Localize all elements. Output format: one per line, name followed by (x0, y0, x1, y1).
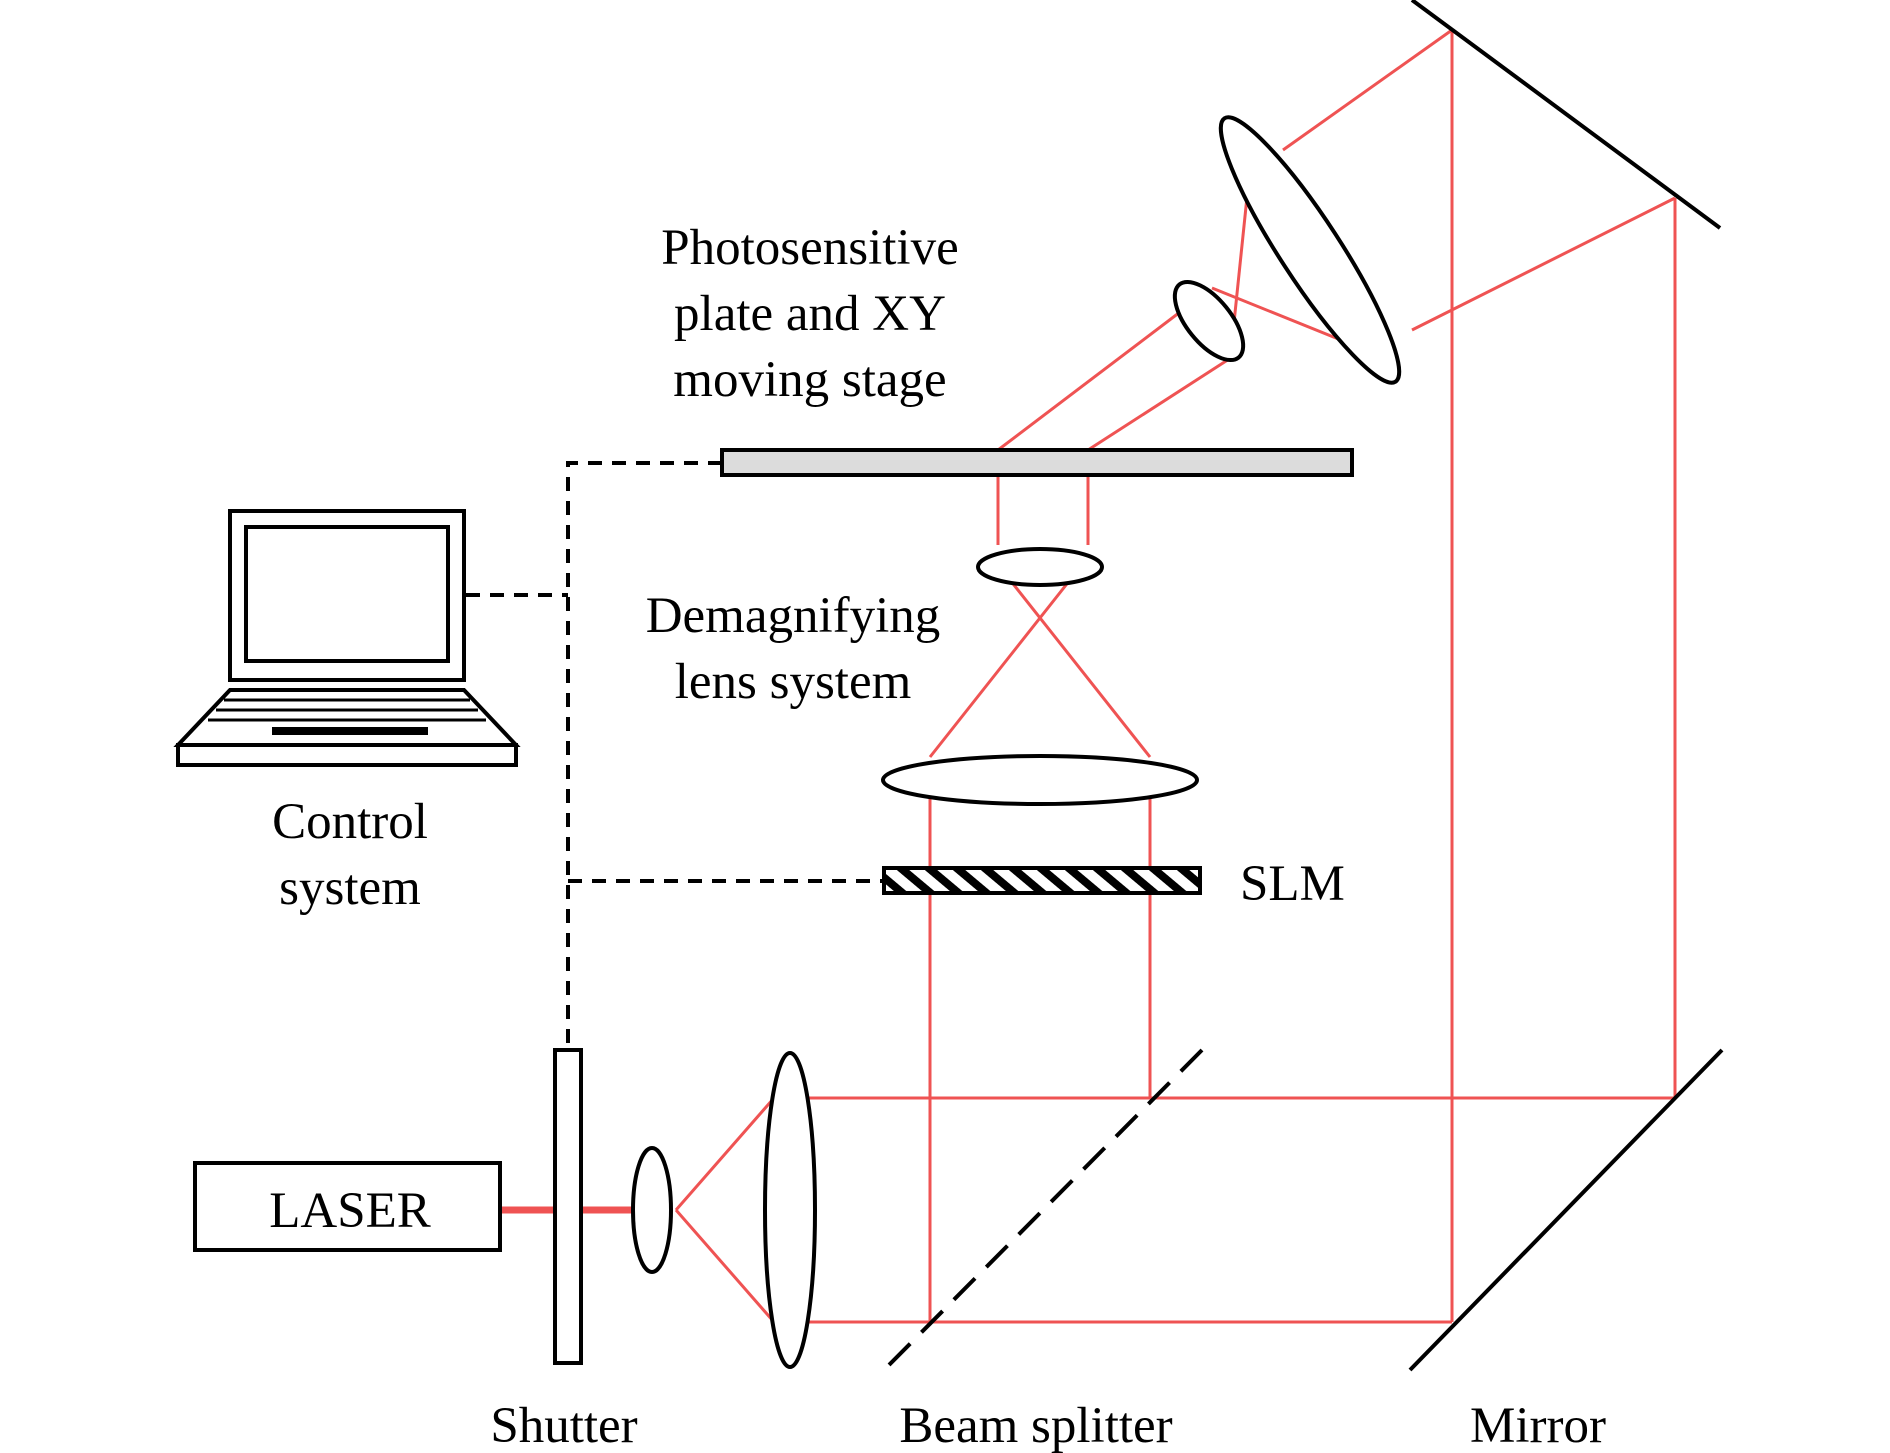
laser-box (193, 1161, 502, 1252)
control-system-label-line1: Control (272, 794, 428, 850)
expander-large-lens (763, 1051, 817, 1369)
demag-label-line1: Demagnifying (646, 588, 941, 644)
beam-to-plate-right (1087, 350, 1241, 452)
control-system-label-line2: system (279, 860, 421, 916)
control-wiring (466, 461, 884, 1050)
reference-small-lens (1172, 279, 1246, 363)
plate-label-line1: Photosensitive (661, 220, 959, 276)
beam-to-plate-left (997, 304, 1189, 452)
expander-small-lens (631, 1146, 673, 1274)
demag-label-line2: lens system (675, 654, 912, 710)
beam-splitter-label: Beam splitter (899, 1398, 1172, 1453)
top-mirror (1410, 0, 1722, 230)
mirror-label: Mirror (1470, 1398, 1606, 1453)
shutter-label: Shutter (490, 1398, 637, 1453)
demag-small-lens (976, 547, 1104, 587)
laptop-icon (173, 509, 521, 767)
beam-expand-lower (674, 1209, 776, 1323)
beam-splitter (882, 1048, 1204, 1372)
demag-large-lens (881, 754, 1199, 806)
laser-label: LASER (269, 1183, 431, 1239)
reference-large-lens (1218, 115, 1402, 385)
photosensitive-plate (720, 448, 1354, 477)
plate-label-line3: moving stage (673, 352, 946, 408)
beam-converge-a (928, 560, 1087, 758)
beam-reflect-upper (1282, 28, 1453, 152)
bottom-mirror (1408, 1048, 1724, 1372)
beam-converge-b (993, 560, 1152, 758)
slm-label: SLM (1240, 856, 1345, 912)
plate-label-line2: plate and XY (674, 286, 946, 342)
slm (882, 866, 1202, 895)
shutter (553, 1048, 583, 1365)
beam-reflect-lower (1411, 196, 1676, 332)
beam-expand-upper (674, 1097, 776, 1211)
